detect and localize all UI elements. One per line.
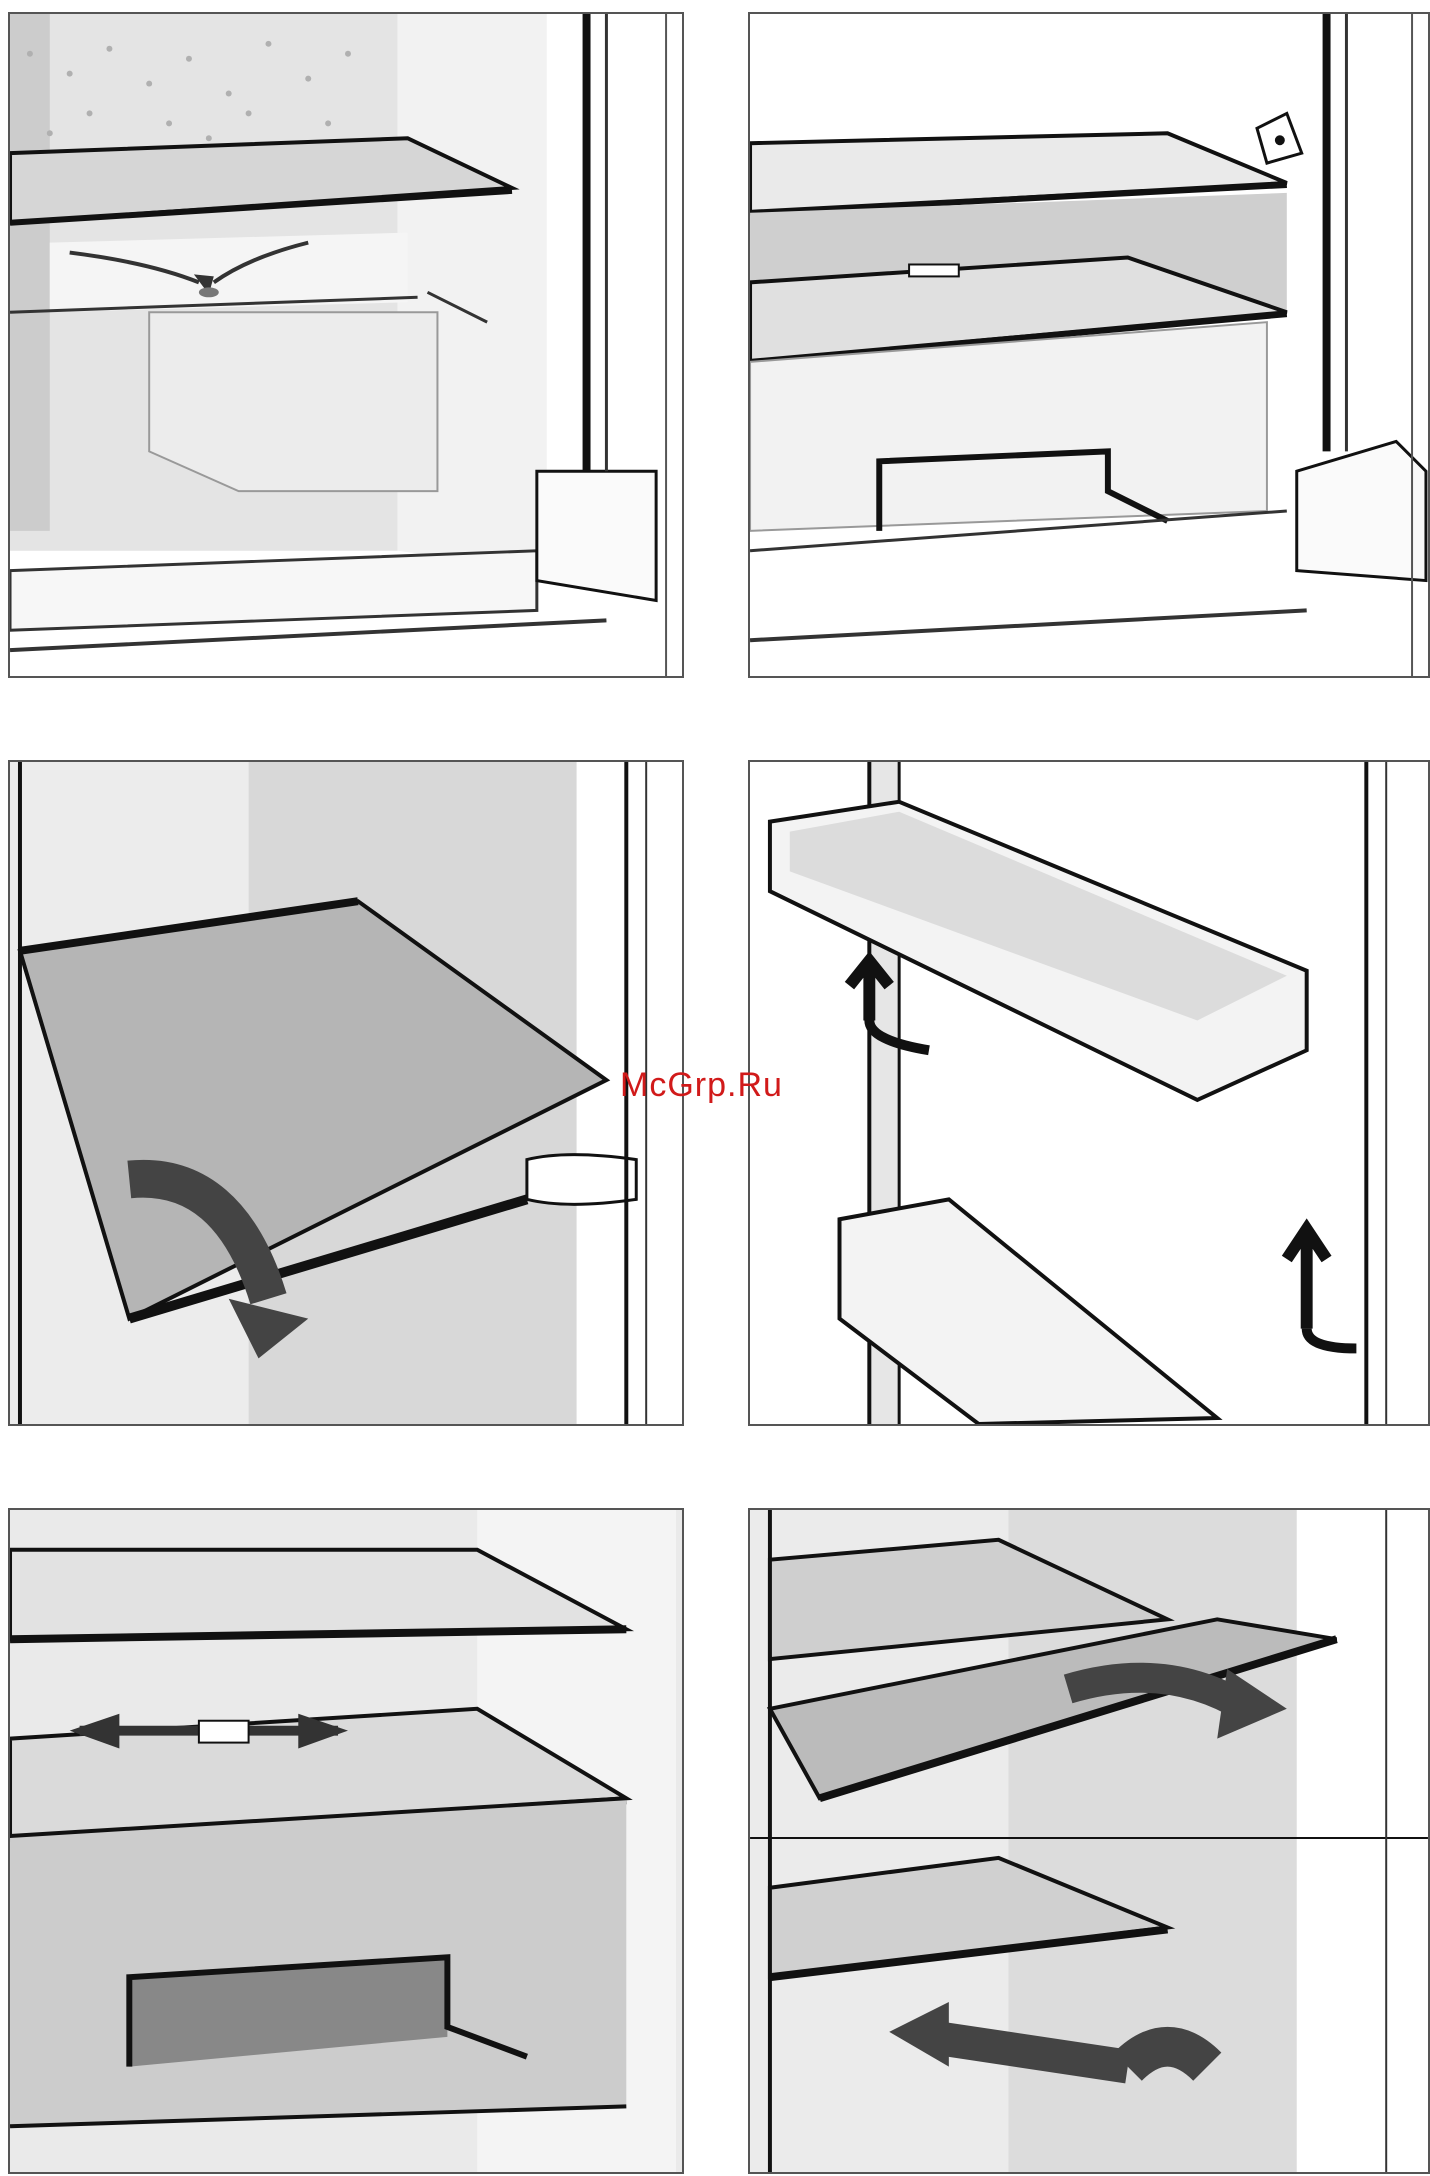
illustration-panel-6 [748,1508,1430,2174]
illustration-panel-3 [8,760,684,1426]
drawer-slide-adjust-illustration [10,1510,682,2172]
door-balcony-lift-illustration [750,762,1428,1424]
illustration-panel-5 [8,1508,684,2174]
illustration-panel-4 [748,760,1430,1426]
shelf-condensation-drain-illustration [10,14,682,676]
shelf-pull-out-insert-illustration [750,1510,1428,2172]
illustration-panel-2 [748,12,1430,678]
watermark-text: McGrp.Ru [620,1066,783,1105]
illustration-panel-1 [8,12,684,678]
shelf-drawer-rail-illustration [750,14,1428,676]
shelf-tilt-removal-illustration [10,762,682,1424]
